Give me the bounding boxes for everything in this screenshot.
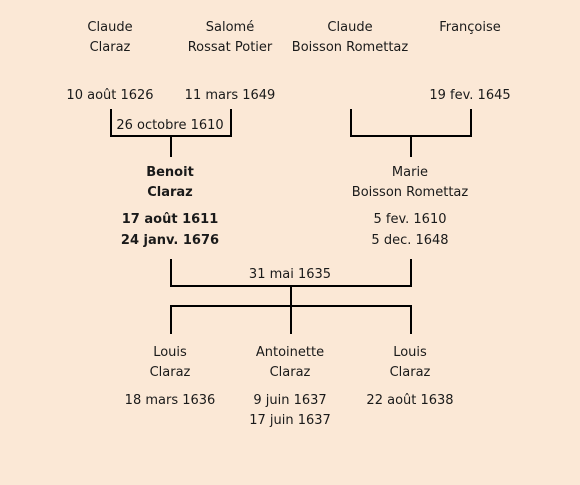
father-last-name: Claraz <box>147 185 193 200</box>
mother-death-date: 5 dec. 1648 <box>371 233 449 248</box>
mother-last-name: Boisson Romettaz <box>351 185 469 200</box>
child3-first-name: Louis <box>393 345 427 360</box>
child1-last-name: Claraz <box>149 365 191 380</box>
child2-date1: 9 juin 1637 <box>253 393 327 408</box>
gp1-date: 10 août 1626 <box>66 88 154 103</box>
gp4-first-name: Françoise <box>439 20 501 35</box>
mother-birth-date: 5 fev. 1610 <box>373 212 447 227</box>
child2-last-name: Claraz <box>269 365 311 380</box>
gp4-date: 19 fev. 1645 <box>429 88 511 103</box>
father-death-date: 24 janv. 1676 <box>120 233 220 248</box>
child1-first-name: Louis <box>153 345 187 360</box>
gp2-date: 11 mars 1649 <box>184 88 276 103</box>
gp1-first-name: Claude <box>87 20 133 35</box>
paternal-marriage-date: 26 octobre 1610 <box>116 118 224 133</box>
gp3-first-name: Claude <box>327 20 373 35</box>
child2-date2: 17 juin 1637 <box>249 413 331 428</box>
gp2-last-name: Rossat Potier <box>187 40 273 55</box>
gp2-first-name: Salomé <box>205 20 255 35</box>
child2-first-name: Antoinette <box>255 345 325 360</box>
father-birth-date: 17 août 1611 <box>121 212 219 227</box>
child1-date: 18 mars 1636 <box>124 393 216 408</box>
gp3-last-name: Boisson Romettaz <box>291 40 409 55</box>
child3-last-name: Claraz <box>389 365 431 380</box>
parents-marriage-date: 31 mai 1635 <box>248 267 332 282</box>
mother-first-name: Marie <box>391 165 429 180</box>
father-first-name: Benoit <box>146 165 194 180</box>
gp1-last-name: Claraz <box>89 40 131 55</box>
child3-date: 22 août 1638 <box>366 393 454 408</box>
